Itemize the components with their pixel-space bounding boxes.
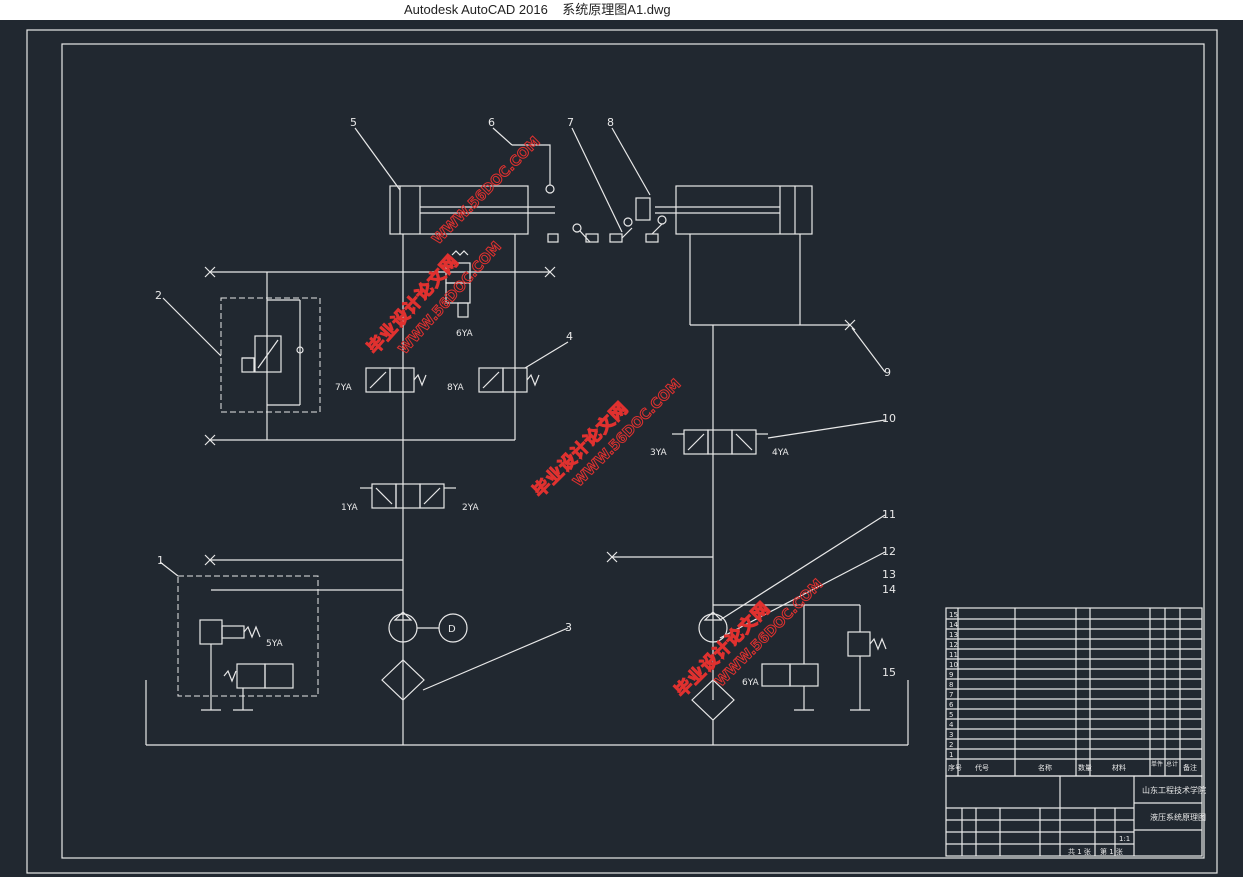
relief-unit-1 bbox=[177, 575, 403, 711]
bom-num: 11 bbox=[949, 651, 958, 659]
label-8ya: 8YA bbox=[447, 383, 465, 393]
callout-10: 10 bbox=[882, 412, 896, 425]
bom-col: 名称 bbox=[1038, 763, 1052, 772]
callout-9: 9 bbox=[884, 366, 891, 379]
bom-header: 序号 代号 名称 数量 材料 单件 总计 备注 bbox=[948, 760, 1197, 772]
bom-num: 3 bbox=[949, 731, 953, 739]
bom-num: 10 bbox=[949, 661, 958, 669]
cylinder-5 bbox=[389, 185, 555, 562]
cylinder-8 bbox=[635, 185, 850, 700]
bom-num: 12 bbox=[949, 641, 958, 649]
bom-row-numbers: 15 14 13 12 11 10 9 8 7 6 5 4 3 2 1 bbox=[949, 611, 958, 759]
bom-num: 7 bbox=[949, 691, 953, 699]
callout-15: 15 bbox=[882, 666, 896, 679]
watermark-url-1b: WWW.56DOC.COM bbox=[430, 134, 544, 248]
callout-6: 6 bbox=[488, 116, 495, 129]
sheet-no: 第 1 张 bbox=[1100, 847, 1123, 856]
label-motor: D bbox=[448, 624, 456, 635]
bom-num: 14 bbox=[949, 621, 958, 629]
outer-border bbox=[26, 29, 1218, 874]
bom-col: 代号 bbox=[975, 763, 989, 772]
valve-8ya bbox=[478, 367, 540, 393]
callout-12: 12 bbox=[882, 545, 896, 558]
callout-13: 13 bbox=[882, 568, 896, 581]
label-1ya: 1YA bbox=[341, 503, 359, 513]
bom-col: 材料 bbox=[1112, 763, 1126, 772]
bom-col: 序号 bbox=[948, 763, 962, 772]
label-6ya-top: 6YA bbox=[456, 329, 474, 339]
callout-2: 2 bbox=[155, 289, 162, 302]
sheet-total: 共 1 张 bbox=[1068, 847, 1091, 856]
bom-col: 备注 bbox=[1183, 763, 1197, 772]
window-title: Autodesk AutoCAD 2016 系统原理图A1.dwg bbox=[404, 2, 671, 17]
solenoid-labels: 1YA 2YA 3YA 4YA 5YA 6YA 6YA 7YA 8YA D bbox=[266, 329, 790, 688]
label-7ya: 7YA bbox=[335, 383, 353, 393]
callout-14: 14 bbox=[882, 583, 896, 596]
bom-num: 5 bbox=[949, 711, 953, 719]
bom-num: 6 bbox=[949, 701, 954, 709]
valve-1ya-2ya bbox=[360, 483, 456, 509]
line-end-markers bbox=[204, 266, 856, 566]
bom-num: 13 bbox=[949, 631, 958, 639]
callout-3: 3 bbox=[565, 621, 572, 634]
callout-1: 1 bbox=[157, 554, 164, 567]
label-4ya: 4YA bbox=[772, 448, 790, 458]
bom-num: 4 bbox=[949, 721, 954, 729]
label-5ya: 5YA bbox=[266, 639, 284, 649]
callout-labels: 1 2 3 4 5 6 7 8 9 10 11 12 13 14 15 bbox=[155, 116, 896, 679]
bom-num: 15 bbox=[949, 611, 958, 619]
bom-col: 单件 bbox=[1151, 760, 1163, 768]
pump-left bbox=[381, 611, 468, 701]
bom-col: 数量 bbox=[1078, 763, 1092, 772]
bom-rows bbox=[946, 618, 1202, 760]
bom-col: 总计 bbox=[1166, 760, 1178, 768]
title-block: 15 14 13 12 11 10 9 8 7 6 5 4 3 2 1 序号 代… bbox=[945, 607, 1206, 857]
label-6ya-bottom: 6YA bbox=[742, 678, 760, 688]
callout-8: 8 bbox=[607, 116, 614, 129]
school-name: 山东工程技术学院 bbox=[1142, 785, 1206, 795]
leader-lines bbox=[159, 127, 886, 691]
flow-valve-unit-2 bbox=[220, 272, 321, 440]
bom-num: 1 bbox=[949, 751, 953, 759]
callout-7: 7 bbox=[567, 116, 574, 129]
valve-3ya-4ya bbox=[672, 429, 768, 455]
inner-border bbox=[61, 43, 1205, 859]
drawing-name: 液压系统原理图 bbox=[1150, 812, 1206, 822]
bom-num: 9 bbox=[949, 671, 953, 679]
label-2ya: 2YA bbox=[462, 503, 480, 513]
callout-11: 11 bbox=[882, 508, 896, 521]
window-title-bar: Autodesk AutoCAD 2016 系统原理图A1.dwg bbox=[0, 0, 1243, 20]
callout-5: 5 bbox=[350, 116, 357, 129]
valve-6ya-top bbox=[445, 250, 471, 318]
bom-num: 8 bbox=[949, 681, 953, 689]
scale: 1:1 bbox=[1119, 835, 1130, 843]
label-3ya: 3YA bbox=[650, 448, 668, 458]
bom-num: 2 bbox=[949, 741, 953, 749]
valve-7ya bbox=[365, 367, 427, 393]
callout-4: 4 bbox=[566, 330, 573, 343]
limit-switches bbox=[512, 144, 667, 243]
pump-right bbox=[691, 604, 887, 745]
